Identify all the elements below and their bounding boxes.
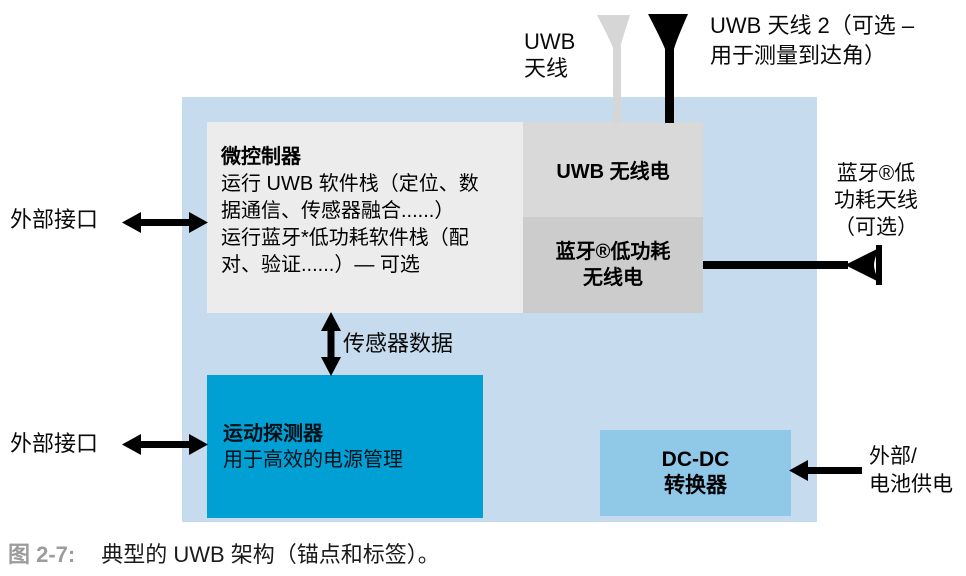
motion-detector-description: 用于高效的电源管理 [223,448,403,471]
microcontroller-block: 微控制器 运行 UWB 软件栈（定位、数 据通信、传感器融合......） 运行… [207,122,523,313]
external-interface-label-bottom: 外部接口 [10,431,99,456]
ble-radio-label: 蓝牙®低功耗 无线电 [555,241,671,289]
microcontroller-title: 微控制器 [221,146,301,168]
dcdc-converter-block: DC-DC 转换器 [600,430,791,516]
uwb-antenna-2-label: UWB 天线 2（可选 – 用于测量到达角） [710,13,915,68]
uwb-antenna-label: UWB 天线 [524,29,576,81]
ble-radio-block: 蓝牙®低功耗 无线电 [523,217,703,313]
motion-detector-title: 运动探测器 [223,422,323,445]
microcontroller-description: 运行 UWB 软件栈（定位、数 据通信、传感器融合......） 运行蓝牙*低功… [221,173,479,276]
dcdc-converter-label: DC-DC 转换器 [661,448,730,497]
motion-detector-block: 运动探测器 用于高效的电源管理 [207,375,483,518]
uwb-radio-block: UWB 无线电 [523,122,703,217]
ble-antenna-label: 蓝牙®低 功耗天线 （可选） [834,162,918,239]
figure-number: 图 2-7: [8,542,76,567]
uwb-radio-label: UWB 无线电 [556,161,670,183]
sensor-data-label: 传感器数据 [343,331,454,356]
figure-caption-text: 典型的 UWB 架构（锚点和标签）。 [101,542,440,567]
power-source-label: 外部/ 电池供电 [869,445,953,496]
figure-caption: 图 2-7: 典型的 UWB 架构（锚点和标签）。 [8,537,440,569]
external-interface-label-top: 外部接口 [10,207,99,232]
